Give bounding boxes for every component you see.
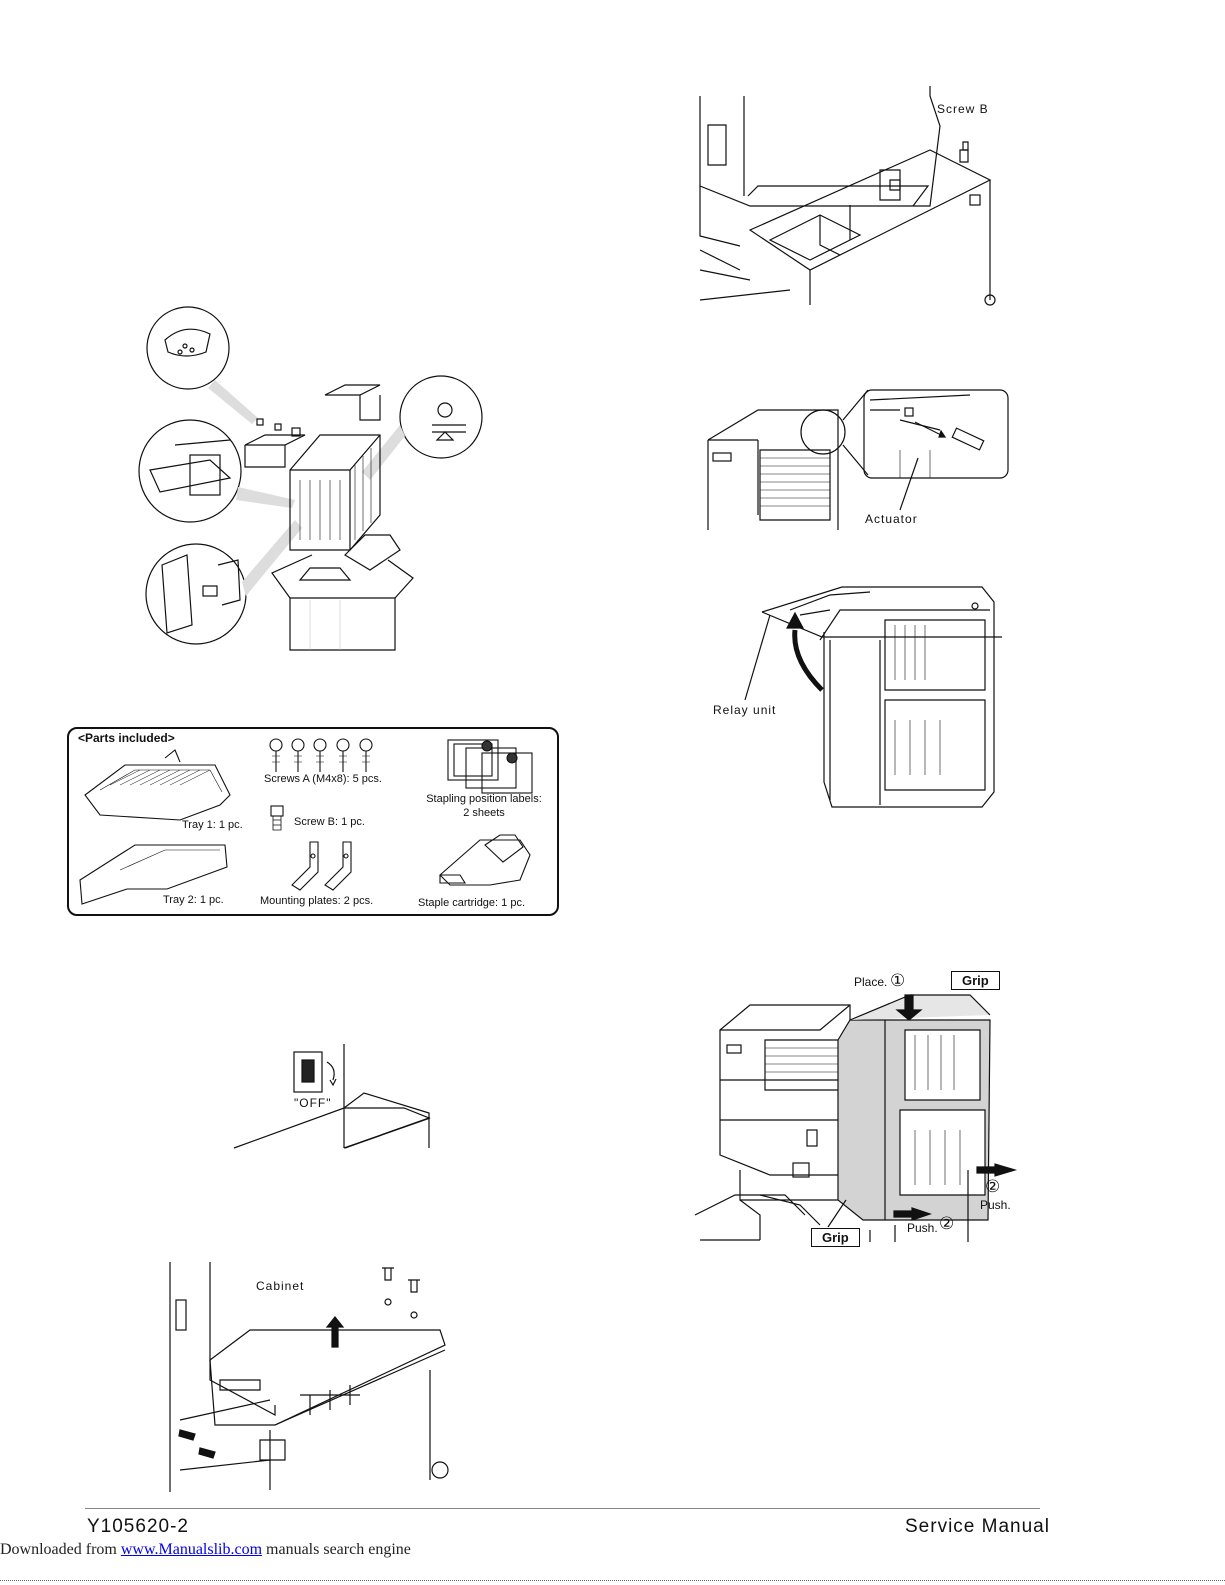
push-label-bottom: Push. bbox=[907, 1221, 938, 1235]
place-label: Place. bbox=[854, 975, 888, 989]
grip-top-label: Grip bbox=[951, 971, 1000, 990]
cabinet-label: Cabinet bbox=[256, 1279, 305, 1293]
off-label: "OFF" bbox=[294, 1096, 332, 1110]
manualslib-link[interactable]: www.Manualslib.com bbox=[120, 1541, 263, 1558]
actuator-label: Actuator bbox=[865, 512, 918, 526]
part-label-screws-a: Screws A (M4x8): 5 pcs. bbox=[264, 773, 382, 785]
download-suffix: manuals search engine bbox=[262, 1541, 411, 1558]
part-label-tray1: Tray 1: 1 pc. bbox=[182, 819, 243, 831]
part-label-stapling-labels: Stapling position labels: 2 sheets bbox=[426, 793, 542, 819]
footer-divider bbox=[85, 1508, 1040, 1509]
step2-marker-right: ② bbox=[985, 1177, 1001, 1196]
part-label-tray2: Tray 2: 1 pc. bbox=[163, 894, 224, 906]
download-note: Downloaded from www.Manualslib.com manua… bbox=[0, 1541, 411, 1559]
push-label-right: Push. bbox=[980, 1198, 1011, 1212]
relay-unit-label: Relay unit bbox=[713, 703, 777, 717]
part-label-mounting-plates: Mounting plates: 2 pcs. bbox=[260, 895, 374, 907]
step1-marker: ① bbox=[890, 971, 906, 990]
step2-marker-bottom: ② bbox=[939, 1214, 955, 1233]
parts-included-box bbox=[67, 727, 559, 916]
part-label-staple-cartridge: Staple cartridge: 1 pc. bbox=[418, 897, 526, 909]
parts-included-title: <Parts included> bbox=[78, 731, 175, 745]
bottom-dotted-rule bbox=[0, 1580, 1225, 1581]
part-label-screw-b: Screw B: 1 pc. bbox=[294, 816, 365, 828]
footer-title: Service Manual bbox=[905, 1516, 1050, 1537]
grip-bottom-label: Grip bbox=[811, 1228, 860, 1247]
download-prefix: Downloaded from bbox=[0, 1541, 121, 1558]
screw-b-label: Screw B bbox=[937, 102, 989, 116]
footer-doc-id: Y105620-2 bbox=[87, 1516, 189, 1537]
